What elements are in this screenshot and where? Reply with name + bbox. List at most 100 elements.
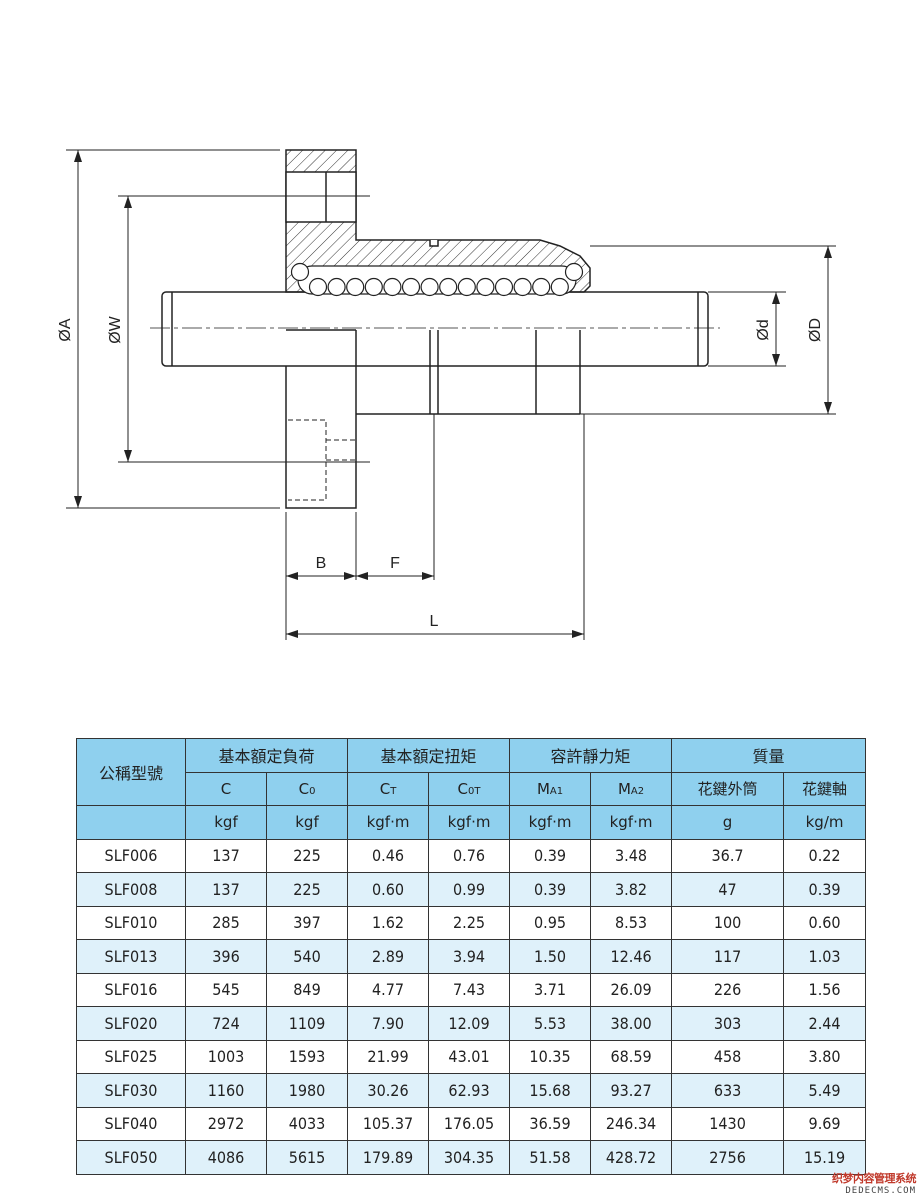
header-torque: 基本額定扭矩 [347,738,511,773]
value-cell: 0.39 [783,872,867,907]
value-cell: 1109 [265,1006,349,1041]
model-cell: SLF013 [76,939,186,974]
header-row-units: kgf kgf kgf·m kgf·m kgf·m kgf·m g kg/m [76,805,867,840]
value-cell: 2972 [185,1106,267,1141]
value-cell: 4.77 [347,972,430,1007]
dim-label-d-small: Ød [755,319,772,340]
ball [457,277,476,297]
value-cell: 176.05 [428,1106,511,1141]
ball [494,277,514,297]
value-cell: 3.82 [590,872,673,907]
ball [564,262,584,282]
flange-lower [285,329,581,509]
header-moment: 容許靜力矩 [509,738,673,773]
unit-cell: kgf [265,805,349,840]
value-cell: 1.50 [509,939,592,974]
value-cell: 0.76 [428,838,511,873]
value-cell: 0.99 [428,872,511,907]
value-cell: 51.58 [509,1140,592,1175]
ball [308,277,328,297]
ball [327,277,346,297]
header-c: C [185,771,267,806]
model-cell: SLF006 [76,838,186,873]
ball [401,277,421,297]
value-cell: 12.46 [590,939,673,974]
unit-cell: g [671,805,785,840]
value-cell: 43.01 [428,1039,511,1074]
dim-label-d-large: ØD [807,318,824,342]
model-cell: SLF030 [76,1073,186,1108]
dim-label-b: B [316,555,327,572]
value-cell: 3.80 [783,1039,867,1074]
value-cell: 428.72 [590,1140,673,1175]
watermark-line1: 织梦内容管理系统 [832,1172,917,1185]
dim-label-f: F [390,555,400,572]
watermark: 织梦内容管理系统 DEDECMS.COM [804,1170,917,1196]
value-cell: 1003 [185,1039,267,1074]
value-cell: 633 [671,1073,785,1108]
value-cell: 1.56 [783,972,867,1007]
value-cell: 15.68 [509,1073,592,1108]
model-cell: SLF020 [76,1006,186,1041]
header-mass: 質量 [671,738,867,773]
value-cell: 105.37 [347,1106,430,1141]
header-model: 公稱型號 [76,738,186,806]
value-cell: 396 [185,939,267,974]
technical-drawing: ØA ØW Ød ØD B F L [57,149,836,640]
value-cell: 2756 [671,1140,785,1175]
header-row-symbols: C C0 CT C0T MA1 MA2 花鍵外筒 花鍵軸 [77,771,867,806]
value-cell: 724 [185,1006,267,1041]
arrowheads [74,150,832,638]
dimension-lines [66,149,836,640]
value-cell: 137 [185,872,267,907]
value-cell: 285 [185,905,267,940]
dim-label-l: L [430,613,439,630]
ball [364,277,383,297]
value-cell: 4086 [185,1140,267,1175]
value-cell: 4033 [265,1106,349,1141]
value-cell: 100 [671,905,785,940]
value-cell: 12.09 [428,1006,511,1041]
unit-cell: kgf·m [428,805,511,840]
value-cell: 303 [671,1006,785,1041]
balls [290,262,584,297]
model-cell: SLF040 [76,1106,186,1141]
value-cell: 545 [185,972,267,1007]
unit-cell: kgf·m [509,805,592,840]
model-cell: SLF010 [76,905,186,940]
value-cell: 68.59 [590,1039,673,1074]
value-cell: 1160 [185,1073,267,1108]
unit-cell: kgf·m [590,805,673,840]
value-cell: 2.44 [783,1006,867,1041]
header-ma2: MA2 [590,771,673,806]
value-cell: 3.94 [428,939,511,974]
ball [550,277,569,297]
model-cell: SLF008 [76,872,186,907]
value-cell: 15.19 [783,1140,867,1175]
value-cell: 10.35 [509,1039,592,1074]
model-cell: SLF050 [76,1140,186,1175]
header-unit-blank [76,805,186,840]
value-cell: 0.95 [509,905,592,940]
header-load: 基本額定負荷 [184,738,349,773]
value-cell: 2.25 [428,905,511,940]
dim-label-a: ØA [57,318,74,341]
value-cell: 0.39 [509,872,592,907]
header-c0t: C0T [428,771,511,806]
value-cell: 26.09 [590,972,673,1007]
ball [513,277,532,297]
model-cell: SLF025 [76,1039,186,1074]
value-cell: 226 [671,972,785,1007]
value-cell: 0.39 [509,838,592,873]
value-cell: 1593 [265,1039,349,1074]
value-cell: 0.22 [783,838,867,873]
value-cell: 2.89 [347,939,430,974]
dim-label-w: ØW [107,315,124,343]
value-cell: 0.60 [783,905,867,940]
value-cell: 849 [265,972,349,1007]
